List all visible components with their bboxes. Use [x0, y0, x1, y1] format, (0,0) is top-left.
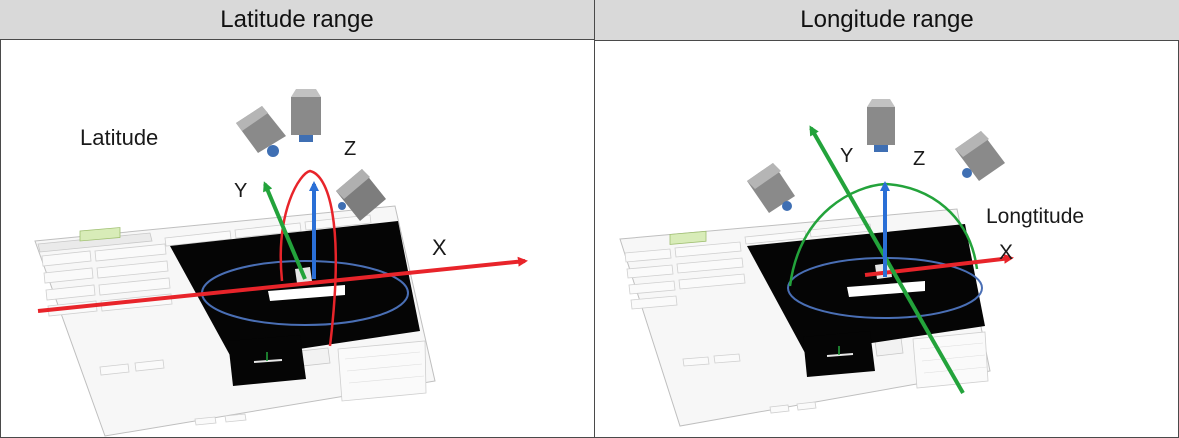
z-axis-label: Z [913, 148, 925, 170]
z-axis-label: Z [344, 138, 356, 160]
camera-icon [336, 169, 386, 221]
column-divider [594, 0, 595, 438]
longitude-panel: Y Z Longtitude X [595, 41, 1178, 438]
ui-window-mockup [34, 205, 436, 437]
ui-window-mockup [619, 208, 991, 427]
camera-icon [236, 106, 286, 157]
camera-icon [867, 99, 895, 152]
header-longitude-range: Longitude range [595, 0, 1179, 41]
platform-plate [847, 281, 925, 297]
camera-icon [747, 163, 795, 213]
latitude-arc [279, 169, 337, 347]
header-longitude-label: Longitude range [800, 6, 974, 33]
camera-icon [291, 89, 321, 142]
x-axis-label: X [999, 241, 1013, 264]
x-axis-arrow [37, 256, 528, 313]
latitude-diagram: Latitude Z Y X [34, 89, 528, 437]
latitude-panel: Latitude Z Y X [0, 41, 594, 438]
longitude-diagram: Y Z Longtitude X [619, 99, 1084, 427]
x-axis-label: X [432, 235, 447, 260]
latitude-caption: Latitude [80, 125, 158, 150]
camera-icon [955, 131, 1005, 181]
x-axis-arrow [864, 253, 1014, 277]
header-latitude-range: Latitude range [0, 0, 595, 40]
y-axis-label: Y [840, 145, 853, 167]
platform-plate [268, 285, 345, 301]
header-latitude-label: Latitude range [220, 5, 374, 33]
longitude-caption: Longtitude [986, 205, 1084, 228]
y-axis-label: Y [234, 180, 247, 202]
y-axis-arrow [263, 181, 307, 280]
